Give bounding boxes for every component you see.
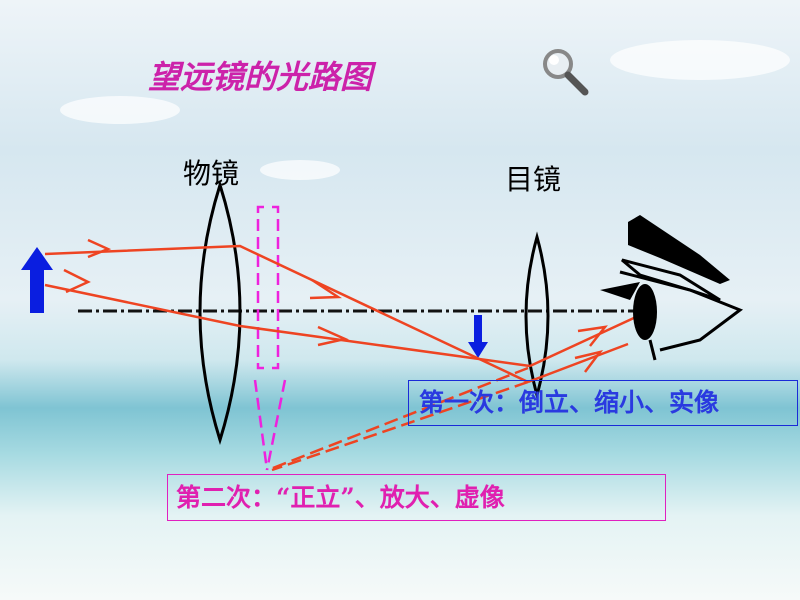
eye-icon bbox=[600, 215, 744, 361]
sky-decoration bbox=[60, 40, 790, 180]
light-rays bbox=[44, 238, 637, 472]
eyepiece-label: 目镜 bbox=[505, 163, 562, 196]
first-image-annotation: 第一次：倒立、缩小、实像 bbox=[408, 380, 798, 426]
focal-bracket bbox=[253, 205, 287, 471]
object-arrow bbox=[21, 247, 53, 313]
page-title: 望远镜的光路图 bbox=[148, 58, 373, 96]
second-image-annotation: 第二次：“正立”、放大、虚像 bbox=[167, 474, 666, 521]
image-arrow bbox=[468, 315, 488, 358]
eyepiece-lens bbox=[524, 231, 550, 401]
magnifier-icon bbox=[543, 49, 589, 96]
objective-label: 物镜 bbox=[183, 157, 240, 190]
objective-lens bbox=[198, 180, 242, 446]
